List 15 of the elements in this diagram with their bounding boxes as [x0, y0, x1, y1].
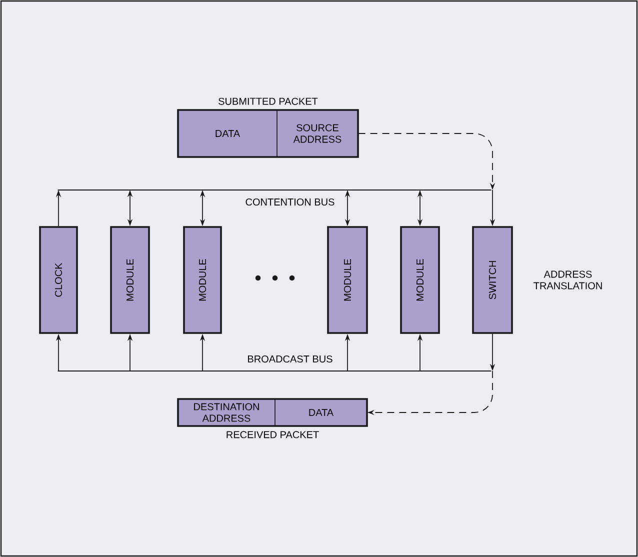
packet-field: DATA [178, 110, 278, 158]
node-label: SUBMITTED PACKET [218, 98, 318, 105]
unit-box: MODULE [110, 226, 150, 334]
side-note: ADDRESS TRANSLATION [534, 270, 602, 290]
packet-field: SOURCE ADDRESS [276, 110, 358, 158]
unit-box: MODULE [327, 226, 368, 334]
unit-box: MODULE [183, 226, 222, 334]
unit-box: MODULE [400, 226, 440, 334]
unit-box: SWITCH [472, 226, 513, 334]
bus-line: CONTENTION BUS [57, 190, 492, 207]
node-label: RECEIVED PACKET [226, 431, 319, 438]
packet-field: DESTINATION ADDRESS [178, 398, 276, 426]
unit-box: CLOCK [39, 226, 78, 334]
packet-field: DATA [274, 398, 368, 426]
bus-line: BROADCAST BUS [57, 354, 492, 372]
